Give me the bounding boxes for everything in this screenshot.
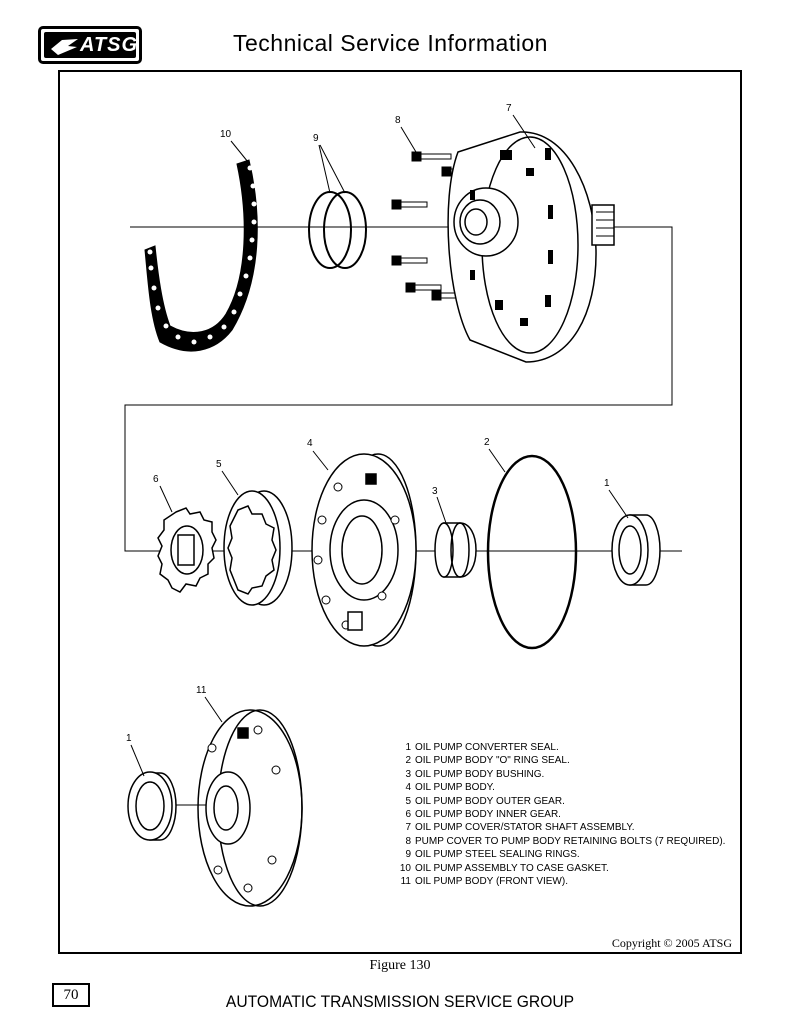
copyright-notice: Copyright © 2005 ATSG — [611, 936, 732, 950]
callout-2: 2 — [484, 437, 490, 448]
part-pump-cover — [447, 131, 615, 363]
callout-7: 7 — [506, 103, 512, 114]
atsg-logo: ATSG — [38, 26, 142, 64]
logo-text: ATSG — [80, 33, 139, 56]
part-pump-body — [311, 453, 417, 647]
diagram-frame — [58, 70, 742, 954]
part-converter-seal — [611, 514, 661, 586]
part-bushing — [434, 522, 477, 578]
part-inner-gear — [157, 507, 217, 593]
callout-4: 4 — [307, 438, 313, 449]
logo-emblem-icon — [51, 39, 78, 55]
part-outer-gear — [223, 490, 293, 606]
figure-caption: Figure 130 — [369, 958, 431, 973]
footer-title: AUTOMATIC TRANSMISSION SERVICE GROUP — [225, 992, 575, 1011]
page-number: 70 — [52, 983, 90, 1007]
part-converter-seal-front — [127, 771, 177, 841]
callout-10: 10 — [220, 129, 232, 140]
part-gasket — [144, 159, 258, 352]
callout-11: 11 — [196, 685, 207, 696]
page-title: Technical Service Information — [233, 30, 548, 56]
callout-6: 6 — [153, 474, 159, 485]
callout-5: 5 — [216, 459, 222, 470]
callout-1-seal: 1 — [604, 478, 610, 489]
part-pump-body-front — [197, 709, 303, 907]
callout-3: 3 — [432, 486, 438, 497]
logo-badge: ATSG — [44, 32, 139, 58]
callout-8: 8 — [395, 115, 401, 126]
callout-9: 9 — [313, 133, 319, 144]
part-sealing-rings — [308, 191, 367, 269]
callout-leaders — [130, 114, 629, 777]
part-o-ring — [486, 454, 578, 650]
callout-1-front: 1 — [126, 733, 132, 744]
